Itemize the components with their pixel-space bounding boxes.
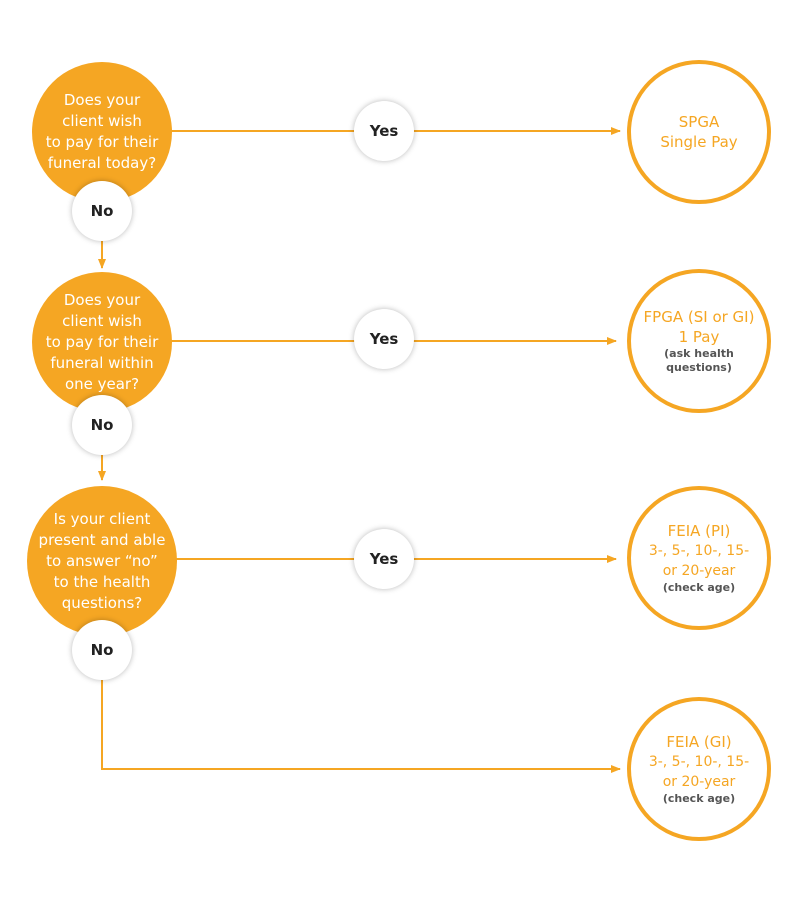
no-label-2: No xyxy=(72,395,132,455)
outcome-title: FEIA (PI) xyxy=(667,522,731,540)
outcome-detail: or 20-year xyxy=(662,774,736,790)
no-arrow-3 xyxy=(101,680,621,773)
question-2-line: one year? xyxy=(64,374,140,393)
no-label-3: No xyxy=(72,620,132,680)
question-2-circle: Does your client wish to pay for their f… xyxy=(32,272,172,412)
outcome-note: (check age) xyxy=(662,792,736,805)
yes-label-2: Yes xyxy=(354,309,414,369)
outcome-feia-pi: FEIA (PI) 3-, 5-, 10-, 15- or 20-year (c… xyxy=(627,486,771,630)
question-2-line: client wish xyxy=(62,311,142,330)
question-1-line: funeral today? xyxy=(47,154,157,172)
outcome-detail: 1 Pay xyxy=(678,328,720,346)
outcome-spga: SPGA Single Pay xyxy=(627,60,771,204)
outcome-detail: 3-, 5-, 10-, 15- xyxy=(648,754,750,770)
question-3-line: present and able xyxy=(38,530,166,549)
question-3-line: questions? xyxy=(61,593,143,612)
outcome-note: (check age) xyxy=(662,581,736,594)
outcome-detail: Single Pay xyxy=(660,133,738,151)
outcome-title: SPGA xyxy=(678,113,720,131)
question-1-circle: Does your client wish to pay for their f… xyxy=(32,62,172,202)
question-3-line: Is your client xyxy=(53,509,151,528)
outcome-detail: or 20-year xyxy=(662,563,736,579)
outcome-feia-gi: FEIA (GI) 3-, 5-, 10-, 15- or 20-year (c… xyxy=(627,697,771,841)
no-label-1: No xyxy=(72,181,132,241)
question-1-line: to pay for their xyxy=(45,133,159,151)
question-3-circle: Is your client present and able to answe… xyxy=(27,486,177,636)
question-3-line: to answer “no” xyxy=(46,551,158,570)
question-2-line: funeral within xyxy=(50,353,154,372)
outcome-detail: 3-, 5-, 10-, 15- xyxy=(648,543,750,559)
outcome-title: FPGA (SI or GI) xyxy=(643,308,755,326)
question-3-line: to the health xyxy=(53,572,151,591)
question-1-line: client wish xyxy=(62,112,142,130)
outcome-fpga: FPGA (SI or GI) 1 Pay (ask health questi… xyxy=(627,269,771,413)
question-2-line: Does your xyxy=(63,290,141,309)
question-1-line: Does your xyxy=(63,91,141,109)
outcome-note: (ask health questions) xyxy=(664,347,734,374)
outcome-title: FEIA (GI) xyxy=(666,733,732,751)
question-2-line: to pay for their xyxy=(45,332,159,351)
yes-label-3: Yes xyxy=(354,529,414,589)
yes-label-1: Yes xyxy=(354,101,414,161)
